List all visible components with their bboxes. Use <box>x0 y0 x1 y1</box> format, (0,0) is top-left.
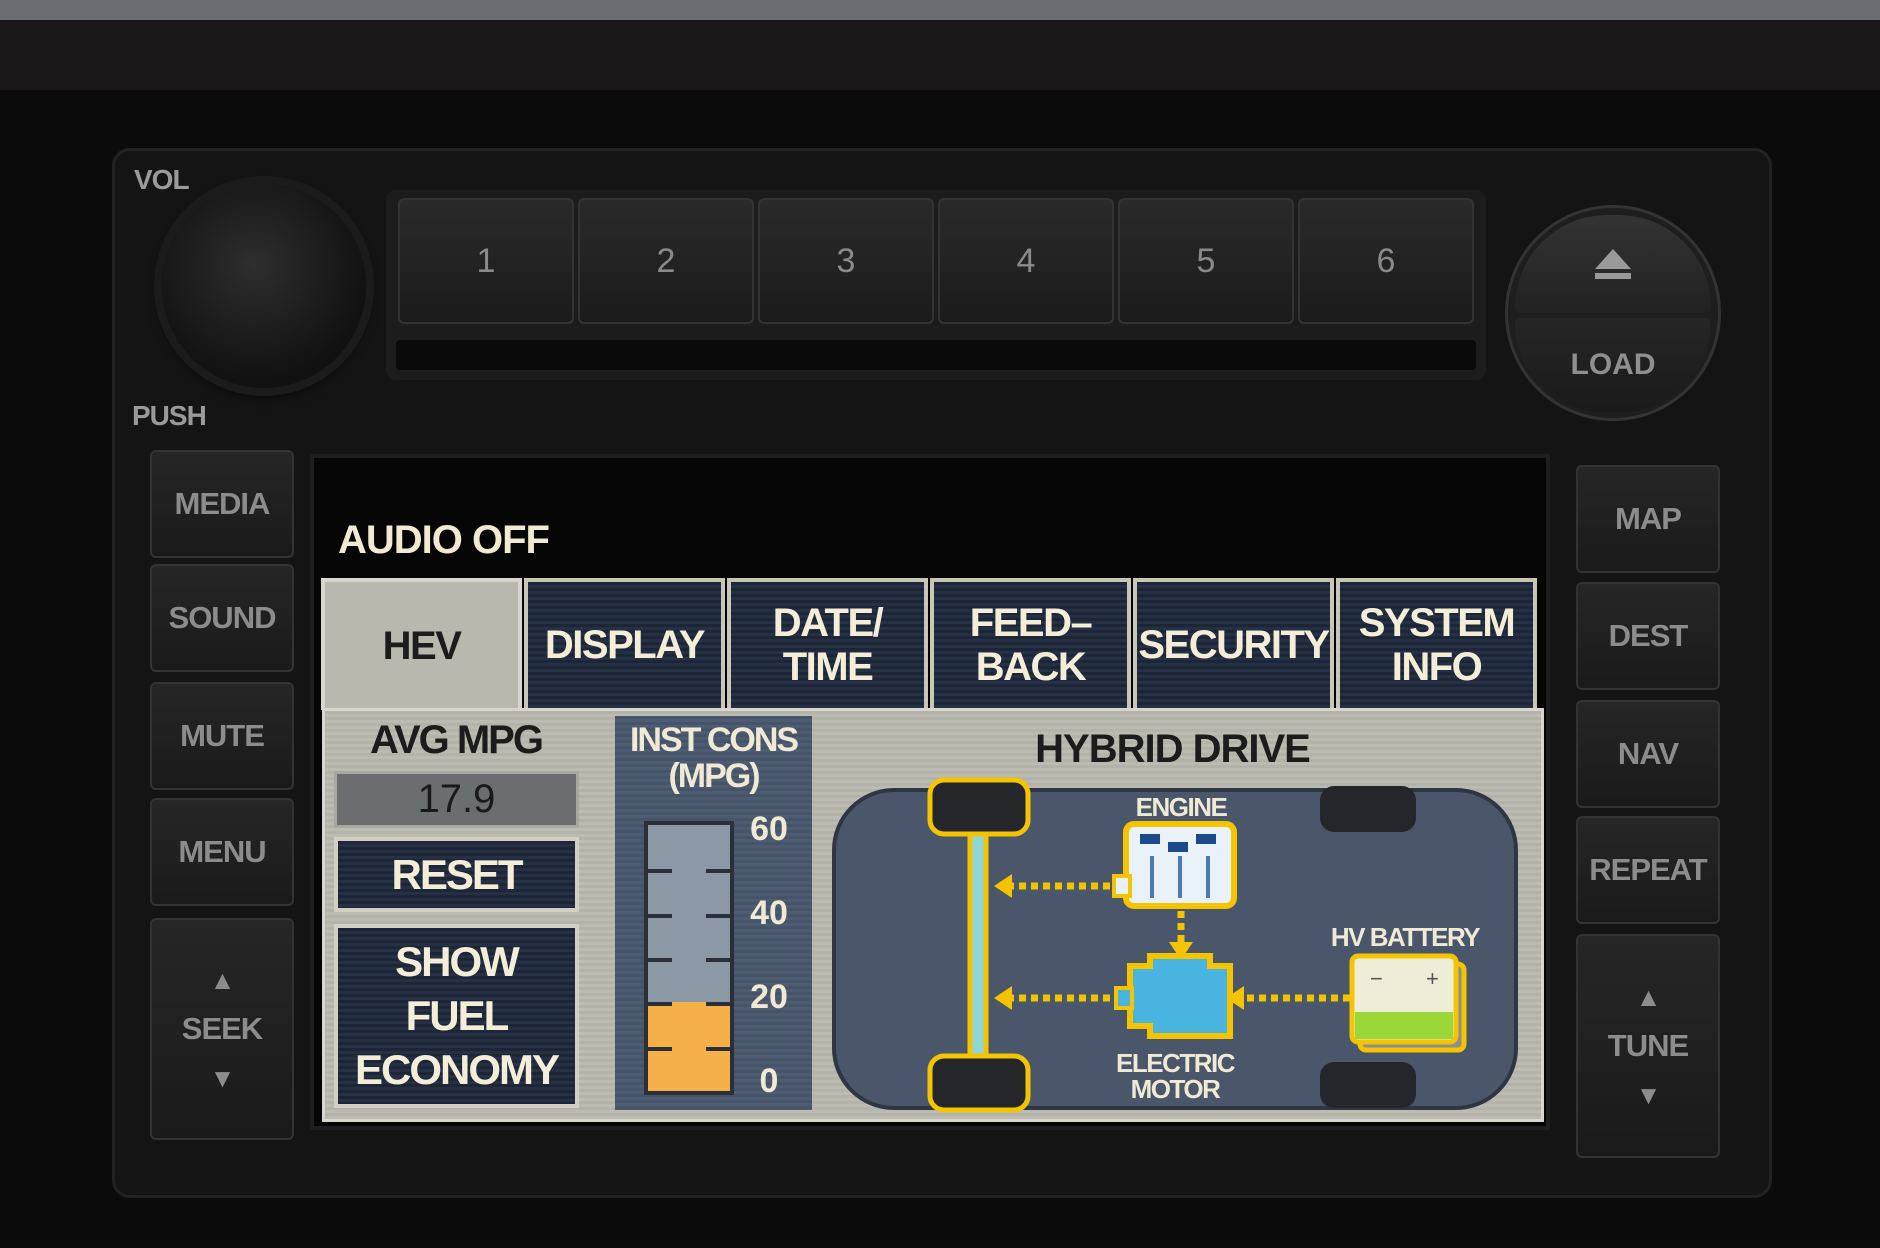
preset-button-4[interactable]: 4 <box>938 198 1114 324</box>
electric-motor-icon <box>1114 953 1233 1039</box>
gauge-tick <box>648 1002 672 1007</box>
gauge-tick <box>648 1046 672 1051</box>
tab-feedback[interactable]: FEED– BACK <box>930 578 1131 708</box>
repeat-button[interactable]: REPEAT <box>1576 816 1720 924</box>
tune-button[interactable]: ▲ TUNE ▼ <box>1576 934 1720 1158</box>
preset-button-1[interactable]: 1 <box>398 198 574 324</box>
gauge-label-0: 0 <box>759 1062 779 1100</box>
hybrid-drive-title: HYBRID DRIVE <box>1035 727 1311 771</box>
gauge-tick <box>706 1046 730 1051</box>
gauge-label-60: 60 <box>750 810 788 848</box>
hv-battery-icon: − + <box>1349 953 1467 1053</box>
menu-button[interactable]: MENU <box>150 798 294 906</box>
hv-battery-label: HV BATTERY <box>1330 922 1481 952</box>
engine-label: ENGINE <box>1135 792 1228 822</box>
cd-slot <box>396 340 1476 370</box>
svg-text:+: + <box>1426 966 1439 991</box>
arrow-left-icon <box>994 874 1012 898</box>
power-flow-arrows <box>1008 882 1350 1002</box>
gauge-tick <box>648 913 672 918</box>
gauge-tick <box>706 958 730 962</box>
front-axle <box>927 777 1031 1113</box>
engine-icon <box>1112 821 1237 909</box>
seek-button[interactable]: ▲ SEEK ▼ <box>150 918 294 1140</box>
tab-hev[interactable]: HEV <box>321 578 522 710</box>
dashboard-trim <box>0 20 1880 90</box>
tab-datetime[interactable]: DATE/ TIME <box>727 578 928 708</box>
electric-motor-label: ELECTRIC MOTOR <box>1116 1048 1236 1104</box>
inst-cons-gauge <box>644 821 734 1095</box>
avg-mpg-value: 17.9 <box>334 771 579 828</box>
avg-mpg-label: AVG MPG <box>370 718 544 762</box>
show-fuel-economy-button[interactable]: SHOW FUEL ECONOMY <box>334 924 579 1108</box>
preset-button-6[interactable]: 6 <box>1298 198 1474 324</box>
arrow-left-icon <box>994 986 1012 1010</box>
preset-button-2[interactable]: 2 <box>578 198 754 324</box>
tab-security[interactable]: SECURITY <box>1133 578 1334 708</box>
mute-button[interactable]: MUTE <box>150 682 294 790</box>
sound-button[interactable]: SOUND <box>150 564 294 672</box>
gauge-tick <box>706 913 730 918</box>
gauge-tick <box>706 1002 730 1007</box>
background-top <box>0 0 1880 20</box>
arrow-up-icon: ▲ <box>1635 982 1662 1012</box>
arrow-down-icon: ▼ <box>209 1063 236 1093</box>
tune-label: TUNE <box>1607 1028 1689 1063</box>
gauge-label-20: 20 <box>750 978 788 1016</box>
seek-label: SEEK <box>181 1011 263 1046</box>
gauge-tick <box>648 958 672 962</box>
preset-button-5[interactable]: 5 <box>1118 198 1294 324</box>
dest-button[interactable]: DEST <box>1576 582 1720 690</box>
tab-systeminfo[interactable]: SYSTEM INFO <box>1336 578 1537 708</box>
push-label: PUSH <box>132 400 207 431</box>
gauge-tick <box>648 869 672 874</box>
rear-wheels <box>1320 786 1416 1108</box>
inst-cons-title: INST CONS (MPG) <box>629 721 799 795</box>
arrow-down-icon: ▼ <box>1635 1080 1662 1110</box>
gauge-label-40: 40 <box>750 894 788 932</box>
map-button[interactable]: MAP <box>1576 465 1720 573</box>
nav-button[interactable]: NAV <box>1576 700 1720 808</box>
arrow-down-icon <box>1169 942 1193 960</box>
svg-text:−: − <box>1370 966 1383 991</box>
eject-icon <box>1595 249 1631 279</box>
arrow-left-icon <box>1226 986 1244 1010</box>
gauge-tick <box>706 869 730 874</box>
tab-display[interactable]: DISPLAY <box>524 578 725 708</box>
arrow-up-icon: ▲ <box>209 965 236 995</box>
preset-button-3[interactable]: 3 <box>758 198 934 324</box>
volume-knob[interactable] <box>162 184 366 388</box>
hybrid-drive-diagram: − + <box>832 777 1518 1113</box>
reset-button[interactable]: RESET <box>334 837 579 912</box>
audio-status: AUDIO OFF <box>338 518 550 562</box>
vol-label: VOL <box>134 164 190 195</box>
media-button[interactable]: MEDIA <box>150 450 294 558</box>
